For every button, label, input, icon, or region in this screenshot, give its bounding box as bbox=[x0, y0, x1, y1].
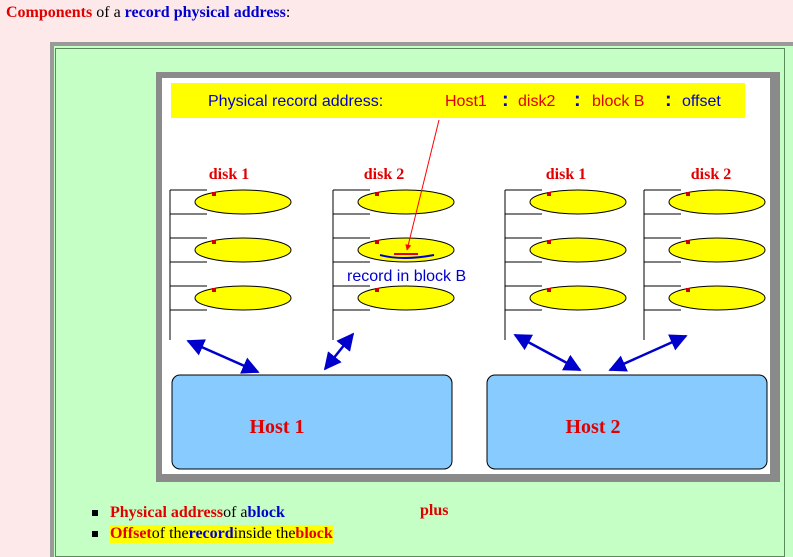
address-separator-2: : bbox=[574, 89, 581, 111]
link-arrow-host2-disk1 bbox=[513, 333, 582, 372]
disk-stack-2 bbox=[332, 189, 455, 340]
plus-label: plus bbox=[420, 502, 449, 519]
bullet-1-block: block bbox=[247, 503, 285, 521]
disk-label-2: disk 2 bbox=[364, 166, 404, 183]
address-offset: offset bbox=[682, 93, 721, 110]
link-arrow-host2-disk2 bbox=[608, 334, 688, 372]
diagram-svg: Physical record address: Host1 : disk2 :… bbox=[169, 83, 768, 470]
bullet-square-icon bbox=[92, 509, 98, 516]
address-host: Host1 bbox=[445, 93, 487, 110]
address-text: Physical record address: Host1 : disk2 :… bbox=[208, 89, 721, 111]
bullet-2-record: record bbox=[188, 524, 234, 543]
bullet-2-offset: Offset bbox=[110, 524, 152, 543]
bullet-1-of-a: of a bbox=[223, 503, 248, 521]
record-mark bbox=[379, 254, 435, 259]
bullet-2-of-the: of the bbox=[151, 524, 189, 543]
address-pointer-arrow bbox=[405, 119, 440, 251]
host-label-1: Host 1 bbox=[250, 416, 305, 438]
bullet-square-icon bbox=[92, 530, 98, 537]
bullet-1-physical-address: Physical address bbox=[110, 503, 224, 521]
bullet-list: Physical address of a block Offset of th… bbox=[92, 502, 333, 544]
host-box-2 bbox=[486, 374, 768, 470]
disk-stack-1 bbox=[169, 189, 292, 340]
bullet-item-2: Offset of the record inside the block bbox=[92, 523, 333, 544]
address-block: block B bbox=[592, 93, 644, 110]
heading-components: Components bbox=[6, 4, 93, 21]
link-arrow-host1-disk1 bbox=[186, 339, 260, 374]
address-separator-3: : bbox=[665, 89, 672, 111]
address-bar bbox=[171, 83, 745, 118]
address-disk: disk2 bbox=[518, 93, 555, 110]
disk-label-4: disk 2 bbox=[691, 166, 731, 183]
bullet-2-block: block bbox=[295, 524, 333, 543]
host-box-1 bbox=[171, 374, 453, 470]
disk-stack-3 bbox=[504, 189, 627, 340]
heading-colon: : bbox=[285, 4, 291, 21]
address-label: Physical record address: bbox=[208, 93, 383, 110]
diagram-canvas: Physical record address: Host1 : disk2 :… bbox=[162, 78, 770, 474]
bullet-item-1: Physical address of a block bbox=[92, 502, 333, 523]
disk-stack-4 bbox=[643, 189, 766, 340]
link-arrow-host1-disk2 bbox=[323, 332, 355, 371]
disk-label-1: disk 1 bbox=[209, 166, 249, 183]
disk-label-3: disk 1 bbox=[546, 166, 586, 183]
record-in-block-label: record in block B bbox=[347, 268, 466, 285]
page-heading: Components of a record physical address: bbox=[6, 4, 290, 22]
address-separator-1: : bbox=[502, 89, 509, 111]
host-label-2: Host 2 bbox=[566, 416, 621, 438]
heading-of-a: of a bbox=[92, 4, 125, 21]
heading-record-physical-address: record physical address bbox=[124, 4, 286, 21]
bullet-2-inside-the: inside the bbox=[233, 524, 296, 543]
